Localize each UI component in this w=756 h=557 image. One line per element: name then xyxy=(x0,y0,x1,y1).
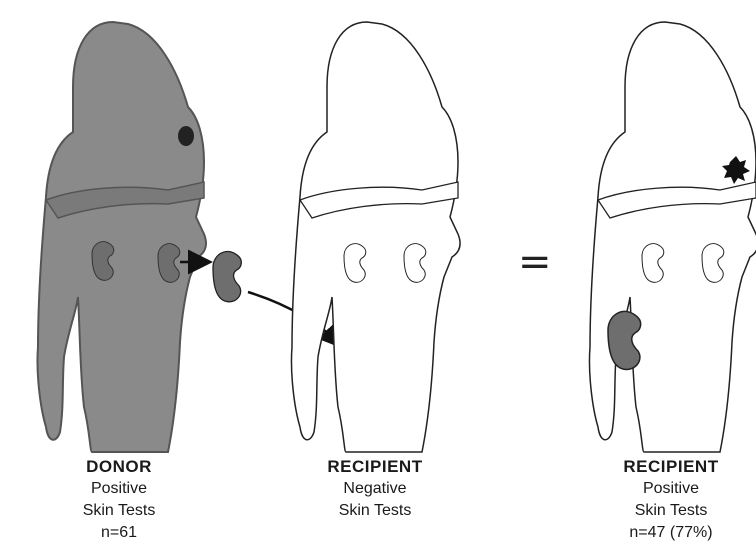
recipient-negative-line-1: Negative xyxy=(290,478,460,500)
donor-role: DONOR xyxy=(34,456,204,478)
donor-body xyxy=(37,22,206,452)
donor-caption: DONOR Positive Skin Tests n=61 xyxy=(34,456,204,544)
recipient-negative-line-2: Skin Tests xyxy=(290,500,460,522)
donor-line-1: Positive xyxy=(34,478,204,500)
donor-figure xyxy=(37,22,206,452)
recipient-positive-body xyxy=(589,22,756,452)
recipient-positive-line-3: n=47 (77%) xyxy=(586,522,756,544)
donor-line-2: Skin Tests xyxy=(34,500,204,522)
transplanted-kidney xyxy=(213,251,241,301)
recipient-positive-role: RECIPIENT xyxy=(586,456,756,478)
donor-line-3: n=61 xyxy=(34,522,204,544)
donor-skin-spot xyxy=(178,126,194,146)
recipient-negative-figure xyxy=(291,22,460,452)
equals-sign: = xyxy=(518,242,552,282)
recipient-negative-body xyxy=(291,22,460,452)
recipient-positive-line-2: Skin Tests xyxy=(586,500,756,522)
recipient-negative-role: RECIPIENT xyxy=(290,456,460,478)
recipient-negative-caption: RECIPIENT Negative Skin Tests xyxy=(290,456,460,522)
recipient-positive-caption: RECIPIENT Positive Skin Tests n=47 (77%) xyxy=(586,456,756,544)
recipient-positive-line-1: Positive xyxy=(586,478,756,500)
recipient-positive-figure xyxy=(589,22,756,452)
